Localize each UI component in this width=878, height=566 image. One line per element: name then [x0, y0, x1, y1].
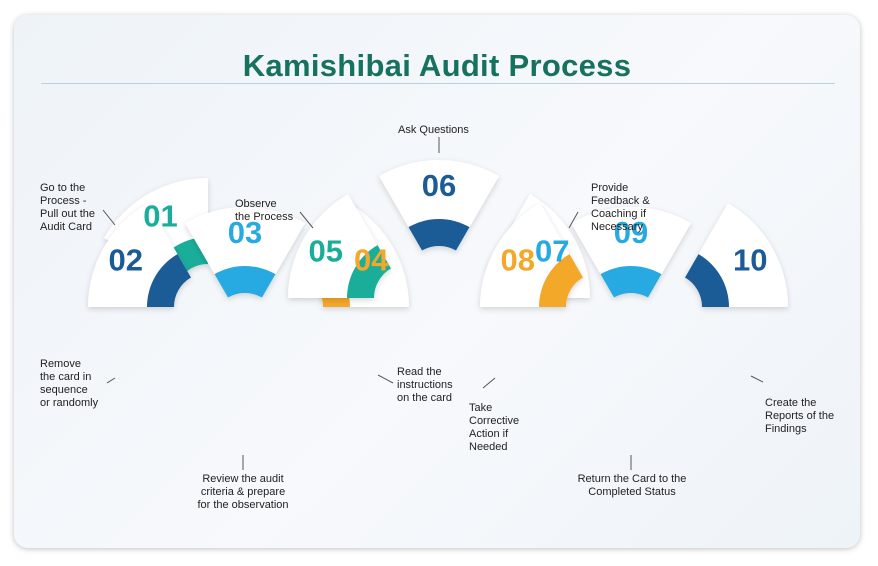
step-10-label: Create the Reports of the Findings: [765, 397, 835, 435]
step-10-band: [685, 254, 729, 307]
step-06-band: [408, 218, 470, 251]
step-03-number: 03: [228, 215, 262, 250]
step-04-label: Read the instructions on the card: [397, 366, 453, 404]
step-01-label: Go to the Process - Pull out the Audit C…: [40, 182, 96, 233]
step-07-leader-line: [568, 211, 579, 229]
step-03-label: Review the audit criteria & prepare for …: [197, 473, 289, 511]
step-02-number: 02: [108, 243, 142, 278]
step-04-number: 04: [354, 243, 389, 278]
step-03-band: [214, 265, 276, 298]
step-01-leader-line: [102, 209, 116, 226]
step-05-band: [347, 245, 391, 298]
step-08-band: [539, 254, 583, 307]
step-09-label: Return the Card to the Completed Status: [577, 473, 687, 498]
step-05-number: 05: [308, 234, 342, 269]
step-02-band: [147, 254, 191, 307]
step-07-label: Provide Feedback & Coaching if Necessary: [591, 182, 650, 233]
step-08-number: 08: [500, 243, 534, 278]
step-06-label: Ask Questions: [398, 124, 469, 136]
step-09-number: 09: [614, 215, 648, 250]
step-09-band: [600, 265, 662, 298]
step-07-number: 07: [535, 234, 569, 269]
step-05-leader-line: [299, 211, 314, 229]
step-08-label: Take Corrective Action if Needed: [469, 402, 520, 453]
step-02-label: Remove the card in sequence or randomly: [40, 358, 99, 409]
step-01-number: 01: [143, 199, 177, 234]
step-10-leader-line: [750, 375, 764, 383]
step-10-number: 10: [733, 243, 767, 278]
step-04-leader-line: [377, 374, 394, 384]
step-02-leader-line: [106, 377, 116, 384]
step-08-leader-line: [482, 377, 496, 389]
title-divider: [41, 83, 835, 84]
step-05-label: Observe the Process: [235, 198, 294, 223]
page-title: Kamishibai Audit Process: [242, 48, 632, 83]
step-06-number: 06: [422, 168, 456, 203]
